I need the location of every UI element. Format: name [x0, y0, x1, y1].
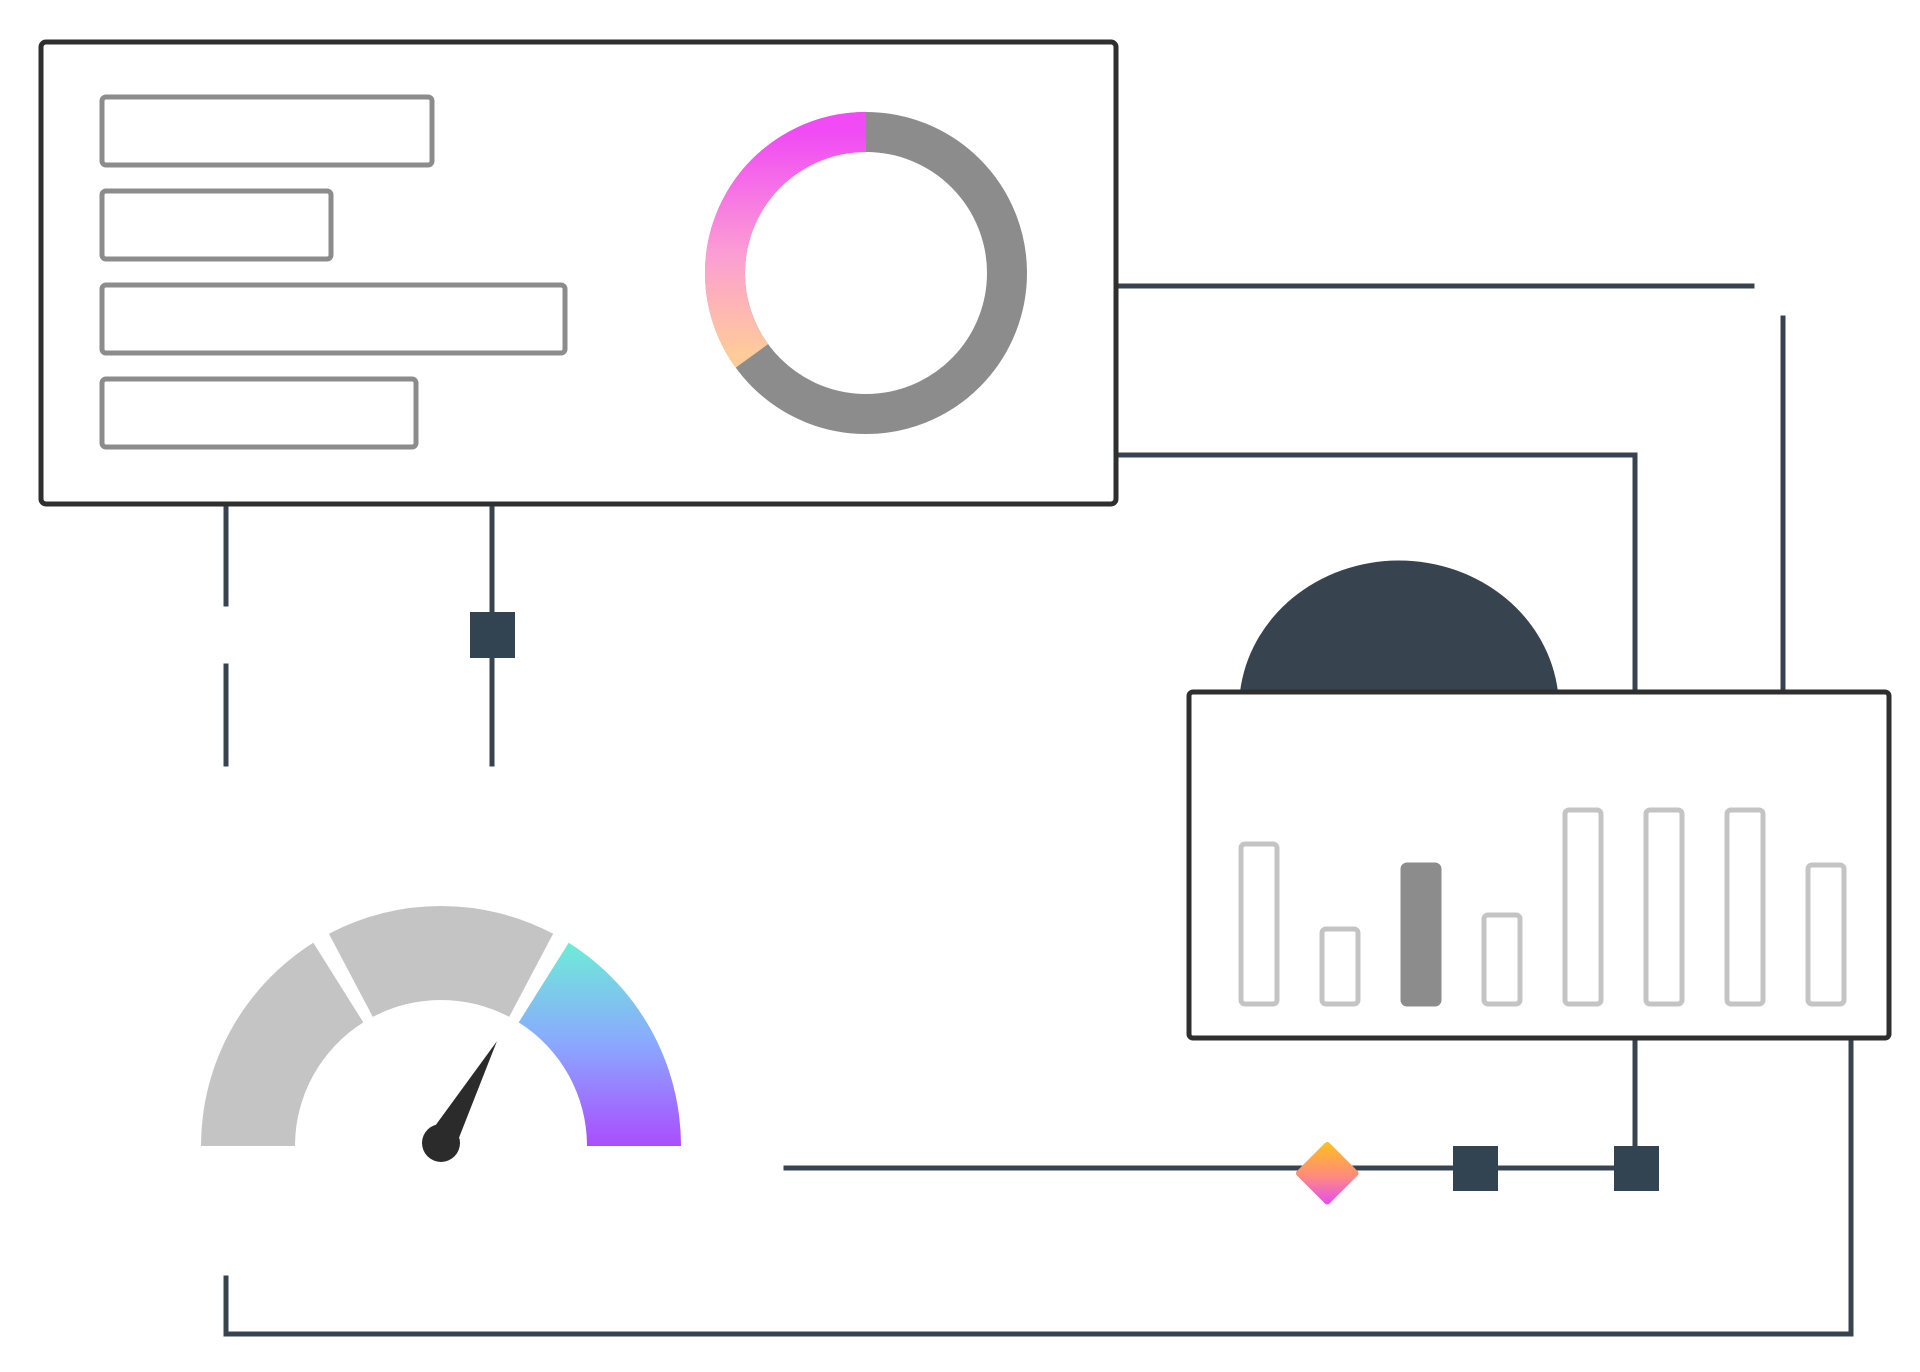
column-col-1 [1238, 841, 1280, 1007]
right-column-chart-panel [1186, 689, 1892, 1041]
column-col-8 [1805, 862, 1847, 1007]
horizontal-bar-1 [99, 94, 435, 168]
top-dashboard-panel [38, 39, 1119, 507]
gauge-segment-3 [518, 942, 681, 1146]
horizontal-bar-3 [99, 282, 568, 356]
gauge-segment-1 [201, 942, 364, 1146]
column-col-3 [1400, 862, 1442, 1007]
right-panel-frame [1186, 689, 1892, 1041]
column-col-4 [1481, 912, 1523, 1007]
horizontal-bar-list [99, 94, 568, 450]
connector-bottom-loop [223, 1039, 1854, 1337]
square-node-icon [1614, 1146, 1659, 1191]
half-circle-icon [1240, 560, 1558, 692]
horizontal-bar-2 [99, 188, 334, 262]
donut-highlight-arc [704, 112, 867, 368]
column-col-6 [1643, 807, 1685, 1007]
square-node-icon [1453, 1146, 1498, 1191]
connector-top-to-right-lower [1115, 452, 1638, 695]
speedometer-icon [201, 906, 681, 1162]
gauge-segment-2 [328, 906, 554, 1017]
gauge-needle-hub [422, 1124, 460, 1162]
square-node-icon [470, 612, 515, 658]
column-col-5 [1562, 807, 1604, 1007]
column-bar-group [1238, 807, 1847, 1007]
column-col-7 [1724, 807, 1766, 1007]
horizontal-bar-4 [99, 376, 419, 450]
column-col-2 [1319, 926, 1361, 1007]
diamond-node-icon [1295, 1141, 1359, 1205]
donut-chart [704, 112, 1027, 434]
gauge-needle [427, 1041, 497, 1151]
